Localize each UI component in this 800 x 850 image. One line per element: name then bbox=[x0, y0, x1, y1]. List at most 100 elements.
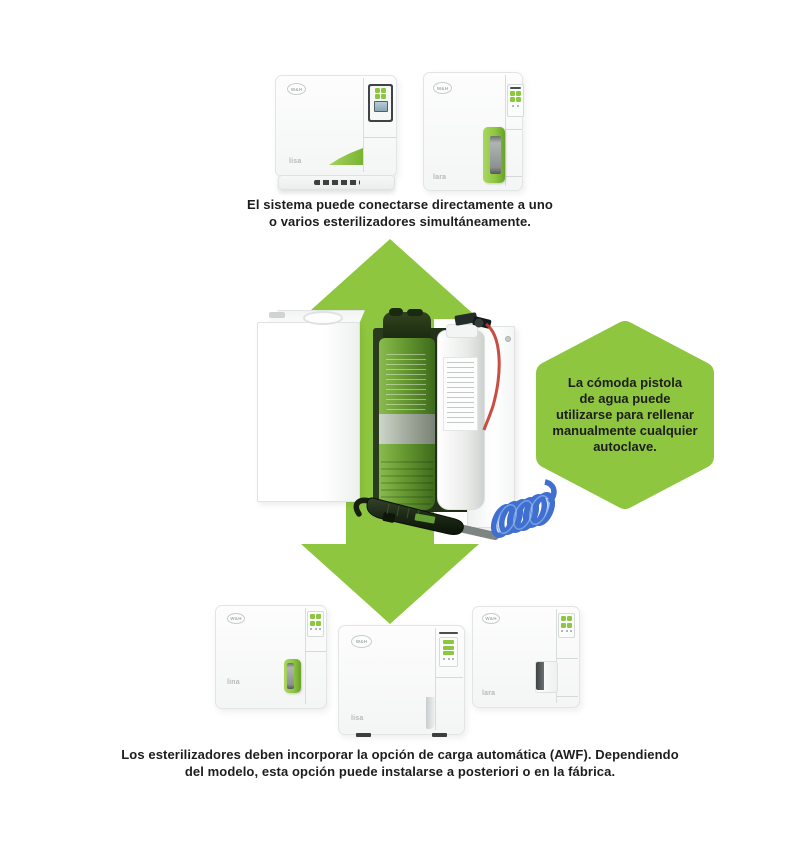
water-system-unit bbox=[255, 308, 565, 558]
panel-button-icon bbox=[443, 640, 454, 644]
vent-slots bbox=[313, 180, 360, 185]
device-foot bbox=[356, 733, 371, 737]
model-label: lara bbox=[482, 690, 496, 697]
panel-indicators bbox=[310, 628, 321, 630]
door-seam bbox=[305, 608, 306, 704]
autoclave-top-left: W&H lisa bbox=[275, 75, 397, 190]
panel-top-bar bbox=[439, 632, 458, 634]
model-label: lina bbox=[227, 679, 240, 686]
panel-buttons bbox=[560, 616, 573, 628]
coiled-hose-icon bbox=[490, 479, 557, 538]
panel-button-icon bbox=[509, 90, 515, 96]
control-panel-inner bbox=[370, 86, 391, 120]
brand-logo-icon: W&H bbox=[482, 613, 500, 624]
handle-recess bbox=[490, 136, 501, 174]
side-seam bbox=[556, 696, 578, 697]
bottom-caption: Los esterilizadores deben incorporar la … bbox=[121, 747, 679, 779]
brand-logo-icon: W&H bbox=[433, 82, 452, 94]
door-seam bbox=[505, 75, 506, 186]
panel-button-icon bbox=[443, 645, 454, 650]
unit-details bbox=[353, 312, 557, 540]
panel-button-icon bbox=[560, 616, 566, 621]
panel-button-icon bbox=[443, 651, 454, 655]
side-seam bbox=[435, 677, 463, 678]
autoclave-top-right: W&H lara bbox=[423, 72, 524, 191]
green-filter-cartridge bbox=[379, 308, 435, 510]
side-seam bbox=[556, 658, 578, 659]
door-handle bbox=[535, 661, 558, 693]
handle-recess bbox=[536, 662, 544, 690]
door-seam bbox=[363, 78, 364, 172]
filter-fittings-icon bbox=[454, 312, 492, 329]
water-gun-icon bbox=[353, 497, 464, 535]
base-drawer bbox=[278, 175, 395, 190]
red-tube-icon bbox=[482, 322, 501, 431]
gray-accent bbox=[426, 697, 435, 729]
door-seam bbox=[435, 628, 436, 730]
panel-button-icon bbox=[374, 87, 380, 93]
filter-cap-detail bbox=[389, 308, 403, 316]
brand-logo-text: W&H bbox=[436, 85, 449, 91]
panel-button-icon bbox=[516, 97, 522, 102]
control-panel bbox=[368, 84, 393, 122]
autoclave-bottom-middle: W&H lisa bbox=[338, 625, 465, 739]
plate-hole-icon bbox=[505, 336, 511, 342]
brand-logo-icon: W&H bbox=[287, 83, 306, 95]
door-handle bbox=[284, 659, 301, 693]
panel-button-icon bbox=[560, 622, 566, 628]
panel-button-icon bbox=[316, 620, 322, 626]
panel-screen bbox=[373, 100, 388, 112]
filter-body bbox=[379, 338, 435, 510]
panel-buttons bbox=[309, 614, 322, 626]
brand-logo-text: W&H bbox=[355, 639, 368, 644]
side-seam bbox=[363, 137, 396, 138]
door-seam bbox=[556, 609, 557, 703]
panel-top-bar bbox=[509, 87, 522, 89]
brand-logo-icon: W&H bbox=[351, 635, 372, 648]
control-panel bbox=[439, 637, 458, 667]
panel-button-icon bbox=[509, 97, 515, 102]
device-foot bbox=[432, 733, 447, 737]
side-seam bbox=[505, 129, 522, 130]
panel-button-icon bbox=[374, 94, 380, 99]
white-filter-cartridge bbox=[437, 324, 485, 510]
panel-button-icon bbox=[516, 90, 522, 96]
autoclave-bottom-left: W&H lina bbox=[215, 605, 327, 710]
tank-fitting bbox=[269, 312, 285, 318]
hexagon-note: La cómoda pistola de agua puede utilizar… bbox=[552, 375, 698, 454]
filter-label bbox=[386, 354, 426, 410]
control-panel bbox=[558, 613, 575, 638]
brand-logo-icon: W&H bbox=[227, 613, 245, 624]
filter-ribs bbox=[381, 461, 433, 507]
side-seam bbox=[305, 651, 326, 652]
control-panel bbox=[307, 611, 324, 637]
door-handle bbox=[483, 127, 505, 183]
panel-indicators bbox=[561, 630, 572, 632]
model-label: lara bbox=[433, 174, 447, 181]
panel-button-icon bbox=[309, 614, 315, 619]
panel-button-icon bbox=[316, 614, 322, 619]
panel-buttons bbox=[374, 87, 387, 99]
hexagon-callout-icon bbox=[536, 321, 714, 509]
autoclave-bottom-right: W&H lara bbox=[472, 606, 580, 708]
panel-button-icon bbox=[567, 622, 573, 628]
model-label: lisa bbox=[351, 715, 364, 722]
handle-recess bbox=[287, 663, 294, 689]
filter-silver-band bbox=[379, 414, 435, 444]
panel-button-icon bbox=[309, 620, 315, 626]
panel-button-icon bbox=[381, 94, 387, 99]
model-label: lisa bbox=[289, 158, 302, 165]
panel-buttons bbox=[509, 90, 522, 102]
water-tank bbox=[257, 322, 360, 502]
filter-label bbox=[443, 357, 478, 431]
panel-button-icon bbox=[381, 87, 387, 93]
filter-cap-detail bbox=[407, 309, 423, 316]
panel-button-icon bbox=[567, 616, 573, 621]
control-panel bbox=[507, 84, 524, 117]
side-seam bbox=[505, 176, 522, 177]
brand-logo-text: W&H bbox=[485, 616, 497, 621]
filter-label-text-lines bbox=[447, 362, 474, 426]
top-caption: El sistema puede conectarse directamente… bbox=[247, 197, 553, 229]
brand-logo-text: W&H bbox=[230, 616, 242, 621]
